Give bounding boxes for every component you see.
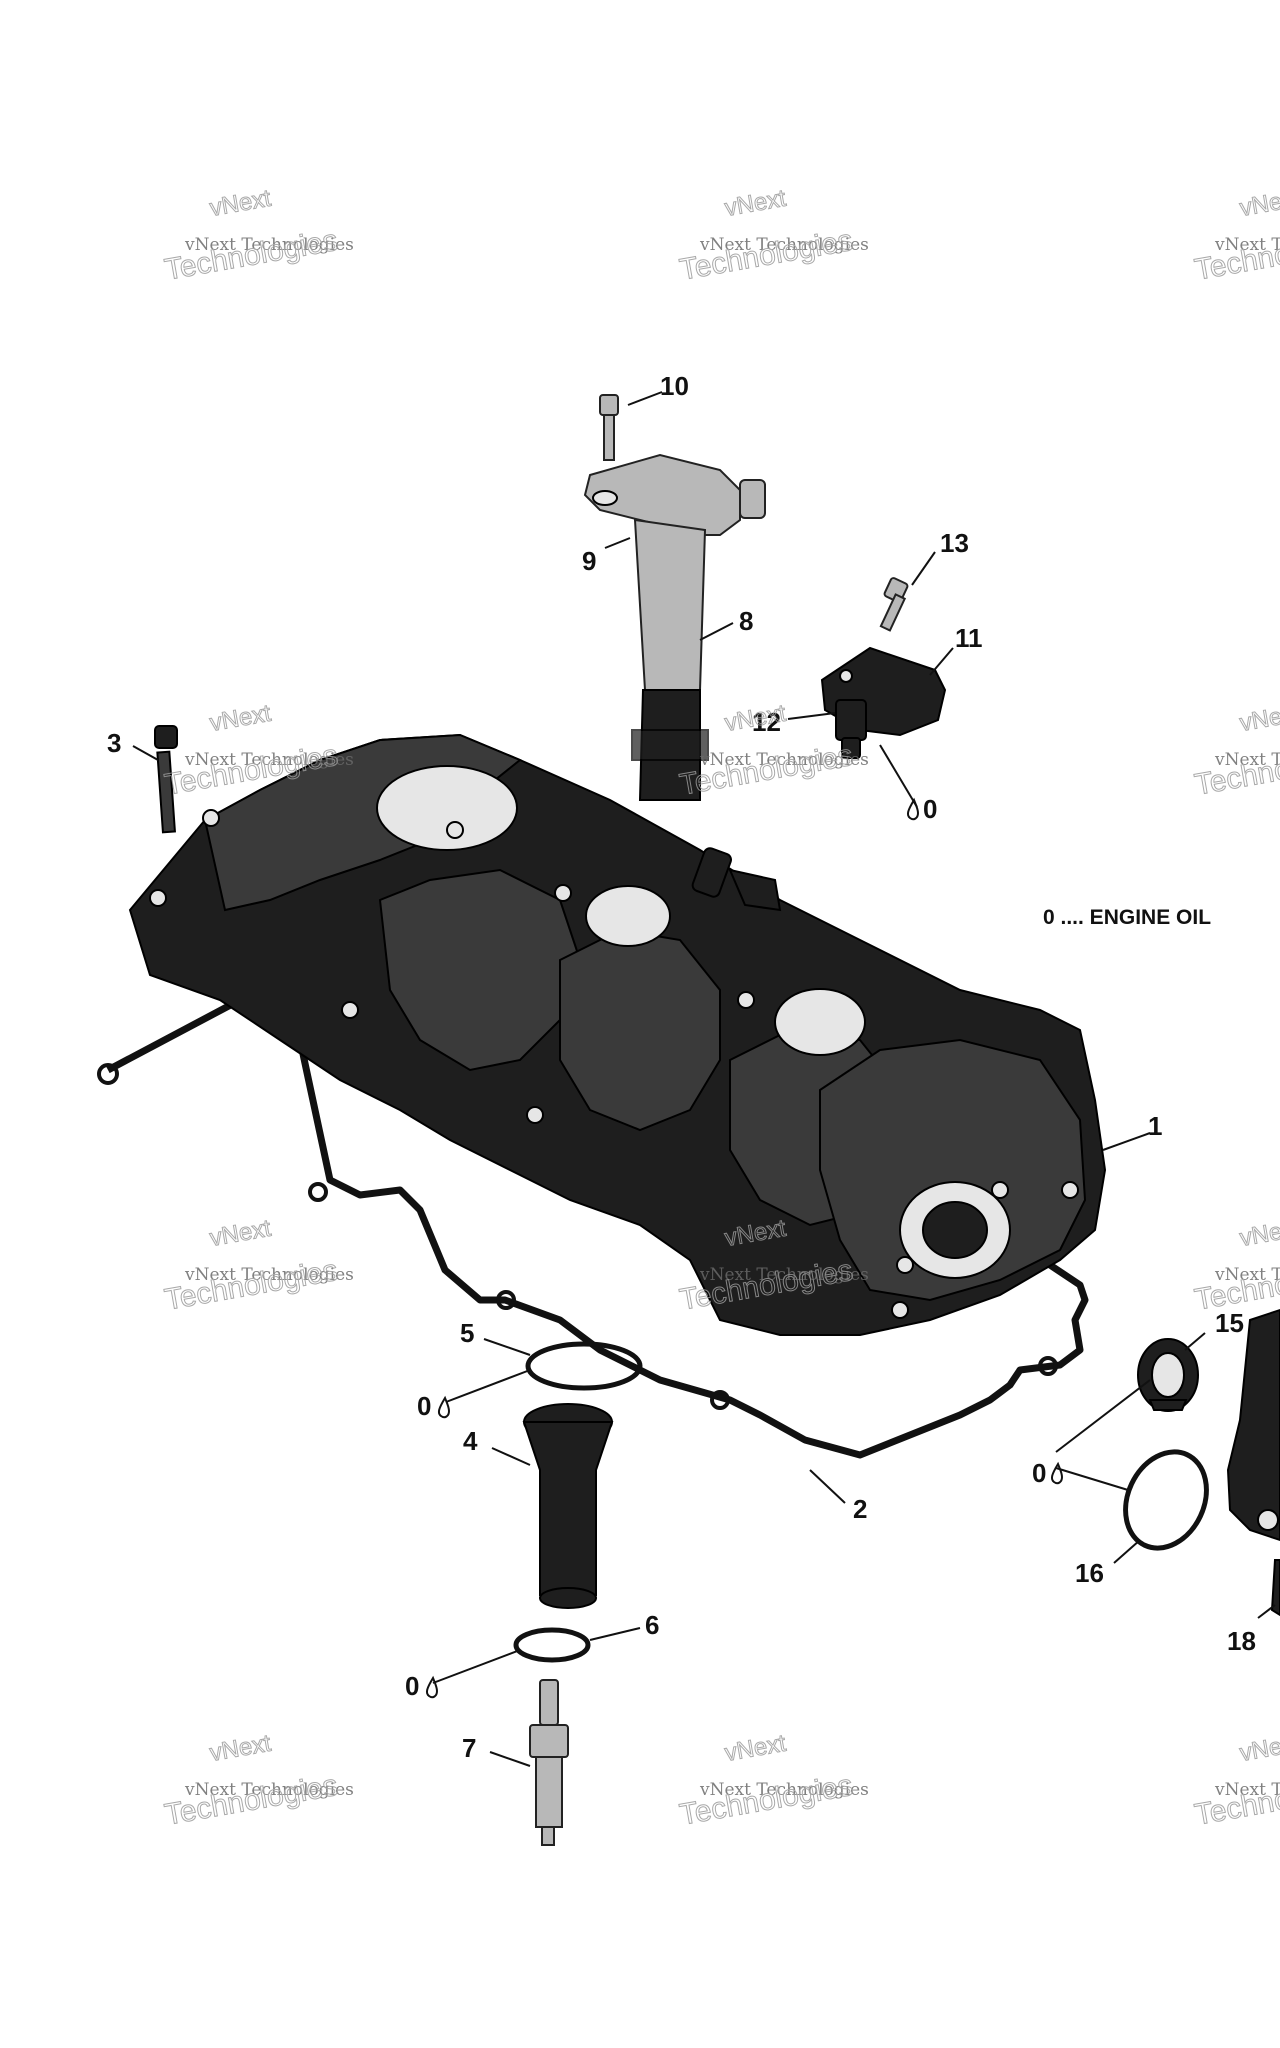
watermark: vNext vNext Te Techno	[1192, 1214, 1280, 1317]
watermark: vNext vNext Technologies Technologies	[677, 1729, 869, 1832]
svg-text:vNext Technologies: vNext Technologies	[184, 750, 354, 770]
o-ring-6	[513, 1627, 591, 1663]
oil-drop-icon	[906, 797, 920, 821]
o-ring-5	[525, 1341, 643, 1391]
svg-text:vNext Te: vNext Te	[1214, 750, 1280, 770]
svg-text:vNext Technologies: vNext Technologies	[699, 1265, 869, 1285]
callout-10: 10	[660, 371, 689, 401]
svg-text:vNext Technologies: vNext Technologies	[184, 235, 354, 255]
watermark: vNext vNext Technologies Technologies	[162, 1729, 354, 1832]
callouts: 1 2 3 4 5 6 7 8 9 10 11 12 13 15 16 18	[107, 371, 1256, 1763]
callout-1: 1	[1148, 1111, 1162, 1141]
svg-text:Technologies: Technologies	[677, 224, 855, 287]
watermark: vNext vNext Te Techno	[1192, 184, 1280, 287]
watermark: vNext vNext Te Techno	[1192, 699, 1280, 802]
svg-text:vNext Te: vNext Te	[1214, 235, 1280, 255]
svg-text:vNext: vNext	[1238, 185, 1280, 222]
svg-text:vNext: vNext	[208, 700, 273, 737]
callout-7: 7	[462, 1733, 476, 1763]
screw-13	[879, 577, 909, 632]
svg-text:vNext Technologies: vNext Technologies	[699, 750, 869, 770]
callout-5: 5	[460, 1318, 474, 1348]
svg-text:vNext Technologies: vNext Technologies	[699, 1780, 869, 1800]
engine-oil-legend: 0 .... ENGINE OIL	[1043, 906, 1211, 929]
oil-mark-o-ring-6: 0	[405, 1671, 419, 1701]
svg-text:vNext: vNext	[723, 185, 788, 222]
svg-text:vNext: vNext	[208, 1730, 273, 1767]
leader-lines	[132, 391, 1276, 1767]
valve-cover	[128, 733, 1107, 1336]
o-ring-16	[1123, 1449, 1209, 1551]
oil-marks: 0 0 0 0	[405, 794, 1064, 1701]
svg-text:Technologies: Technologies	[677, 1769, 855, 1832]
svg-text:vNext: vNext	[208, 185, 273, 222]
callout-6: 6	[645, 1610, 659, 1640]
oil-drop-icon	[1050, 1461, 1064, 1485]
callout-4: 4	[463, 1426, 478, 1456]
svg-text:vNext: vNext	[723, 1730, 788, 1767]
callout-16: 16	[1075, 1558, 1104, 1588]
oil-drop-icon	[437, 1395, 451, 1419]
svg-text:vNext Technologies: vNext Technologies	[184, 1780, 354, 1800]
svg-text:vNext Te: vNext Te	[1214, 1780, 1280, 1800]
svg-text:Technologies: Technologies	[162, 224, 340, 287]
svg-text:Technologies: Technologies	[162, 1769, 340, 1832]
bolt-3	[154, 725, 178, 834]
callout-13: 13	[940, 528, 969, 558]
watermark: vNext vNext Technologies Technologies	[677, 184, 869, 287]
callout-11: 11	[955, 623, 983, 653]
callout-3: 3	[107, 728, 121, 758]
callout-12: 12	[752, 707, 781, 737]
spark-plug-tube	[522, 1403, 614, 1609]
seal-15	[1137, 1338, 1199, 1412]
ignition-coil	[583, 453, 766, 801]
callout-8: 8	[739, 606, 753, 636]
oil-drop-icon	[425, 1675, 439, 1699]
screw-10	[599, 394, 619, 461]
svg-text:vNext: vNext	[1238, 700, 1280, 737]
callout-18: 18	[1227, 1626, 1256, 1656]
svg-text:vNext: vNext	[1238, 1730, 1280, 1767]
svg-text:vNext Technologies: vNext Technologies	[184, 1265, 354, 1285]
watermark: vNext vNext Te Techno	[1192, 1729, 1280, 1832]
svg-text:vNext: vNext	[208, 1215, 273, 1252]
sensor	[820, 646, 947, 759]
spark-plug	[529, 1679, 569, 1846]
callout-9: 9	[582, 546, 596, 576]
svg-text:vNext Technologies: vNext Technologies	[699, 235, 869, 255]
svg-text:vNext: vNext	[1238, 1215, 1280, 1252]
oil-mark-seal-15: 0	[1032, 1458, 1046, 1488]
oil-mark-o-ring-5: 0	[417, 1391, 431, 1421]
oil-mark-sensor: 0	[923, 794, 937, 824]
callout-15: 15	[1215, 1308, 1244, 1338]
callout-2: 2	[853, 1494, 867, 1524]
svg-text:vNext Te: vNext Te	[1214, 1265, 1280, 1285]
watermark: vNext vNext Technologies Technologies	[162, 184, 354, 287]
watermark: vNext vNext Technologies Technologies	[162, 1214, 354, 1317]
housing-partial	[1226, 1308, 1280, 1617]
svg-text:Technologies: Technologies	[162, 1254, 340, 1317]
